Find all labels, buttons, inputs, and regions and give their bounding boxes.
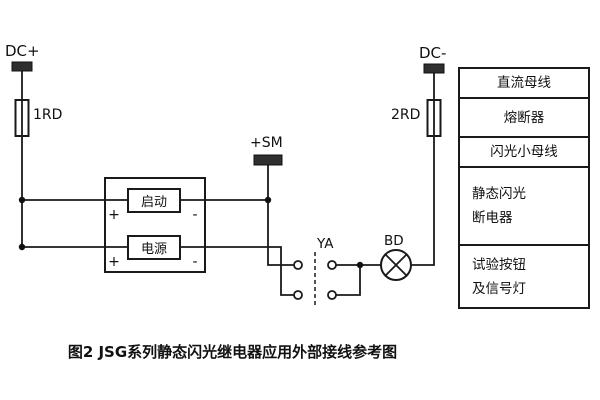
power-plus-sign: + (108, 254, 120, 270)
legend-text: 断电器 (472, 210, 513, 226)
legend-text: 试验按钮 (472, 256, 526, 273)
wire-bottom-link (336, 265, 361, 296)
contact-bottom-right (327, 290, 337, 300)
legend-row-button-lamp: 试验按钮 及信号灯 (458, 244, 590, 309)
power-minus-sign: - (192, 254, 198, 270)
relay-power-box (127, 235, 181, 260)
dc-plus-terminal (11, 61, 33, 72)
contact-bottom-left (293, 290, 303, 300)
legend-text: 闪光小母线 (490, 144, 558, 160)
contact-top-right (327, 260, 337, 270)
relay-outer-box (104, 177, 206, 273)
figure-caption: 图2 JSG系列静态闪光继电器应用外部接线参考图 (67, 343, 398, 361)
lamp-label: BD (384, 233, 404, 249)
legend-text: 及信号灯 (472, 280, 526, 297)
dc-plus-label: DC+ (5, 42, 40, 60)
flash-bus-terminal (253, 154, 283, 166)
legend-row-dc-bus: 直流母线 (458, 67, 590, 99)
junction-dot (356, 261, 364, 269)
test-button-label: YA (317, 236, 334, 252)
dc-minus-label: DC- (419, 44, 447, 62)
fuse-2rd-symbol (426, 99, 442, 137)
legend-row-flash-bus: 闪光小母线 (458, 136, 590, 168)
legend-row-relay: 静态闪光 断电器 (458, 166, 590, 246)
flash-bus-label: +SM (250, 135, 283, 151)
relay-power-label: 电源 (140, 242, 167, 257)
legend-row-fuse: 熔断器 (458, 97, 590, 138)
junction-dot (18, 196, 26, 204)
legend-text: 熔断器 (503, 109, 545, 126)
contact-top-left (293, 260, 303, 270)
legend-table: 直流母线 熔断器 闪光小母线 静态闪光 断电器 试验按钮 及信号灯 (458, 67, 590, 309)
lamp-cross (384, 253, 408, 277)
start-minus-sign: - (192, 207, 198, 223)
fuse-1rd-label: 1RD (33, 107, 63, 123)
legend-text: 静态闪光 (472, 186, 526, 202)
relay-start-label: 启动 (140, 195, 167, 210)
fuse-2rd-label: 2RD (391, 107, 421, 123)
start-plus-sign: + (108, 207, 120, 223)
relay-start-box (127, 188, 181, 213)
dc-minus-terminal (423, 63, 445, 74)
fuse-1rd-symbol (14, 99, 30, 137)
legend-text: 直流母线 (497, 75, 551, 91)
junction-dot (264, 196, 272, 204)
junction-dot (18, 243, 26, 251)
